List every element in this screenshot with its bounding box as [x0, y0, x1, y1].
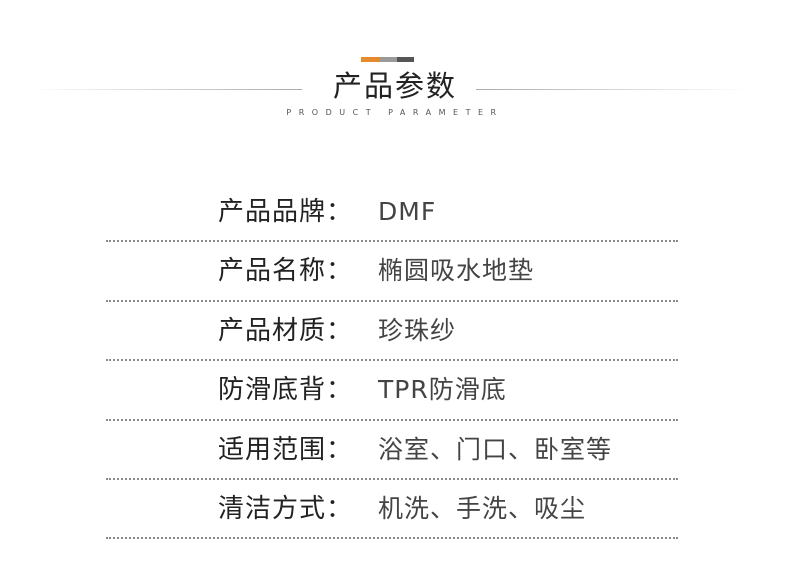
param-label: 产品材质：	[218, 315, 354, 346]
param-row-material: 产品材质： 珍珠纱	[106, 302, 678, 362]
param-value: TPR防滑底	[378, 375, 507, 405]
param-label: 产品名称：	[218, 256, 354, 287]
param-value: 浴室、门口、卧室等	[378, 434, 613, 464]
param-row-backing: 防滑底背： TPR防滑底	[106, 361, 678, 421]
accent-segment-gray	[380, 57, 397, 62]
header-accent-bar	[361, 57, 414, 62]
param-label: 适用范围：	[218, 434, 354, 465]
param-value: DMF	[378, 197, 437, 226]
param-row-brand: 产品品牌： DMF	[106, 183, 678, 243]
param-value: 椭圆吸水地垫	[378, 256, 535, 286]
parameter-table: 产品品牌： DMF 产品名称： 椭圆吸水地垫 产品材质： 珍珠纱 防滑底背： T…	[106, 183, 678, 540]
param-row-name: 产品名称： 椭圆吸水地垫	[106, 242, 678, 302]
section-subtitle: PRODUCT PARAMETER	[286, 108, 504, 117]
header-divider-left	[30, 89, 302, 90]
section-title: 产品参数	[332, 69, 457, 103]
param-label: 防滑底背：	[218, 375, 354, 406]
param-label: 清洁方式：	[218, 493, 354, 524]
accent-segment-orange	[361, 57, 380, 62]
param-row-usage: 适用范围： 浴室、门口、卧室等	[106, 421, 678, 480]
header-divider-right	[476, 89, 748, 90]
accent-segment-dark	[397, 57, 414, 62]
param-value: 机洗、手洗、吸尘	[378, 493, 587, 523]
param-row-cleaning: 清洁方式： 机洗、手洗、吸尘	[106, 480, 678, 540]
param-value: 珍珠纱	[378, 315, 457, 345]
param-label: 产品品牌：	[218, 197, 354, 227]
